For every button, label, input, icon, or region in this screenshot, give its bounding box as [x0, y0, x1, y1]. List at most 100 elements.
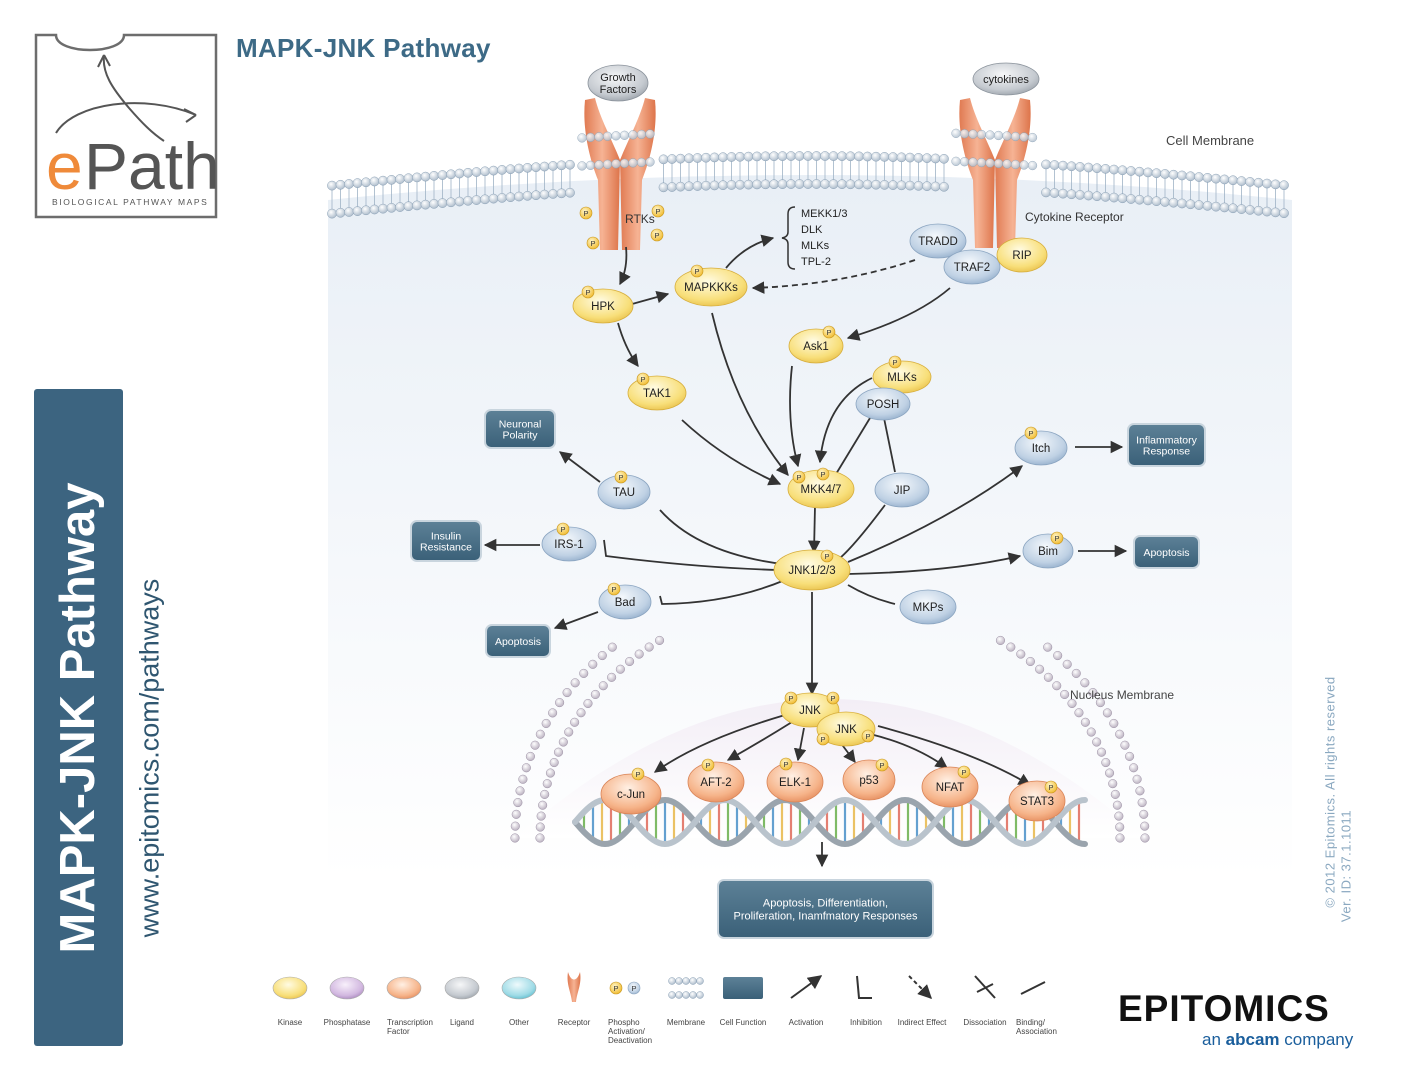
edge-mkk47-jnk: [807, 505, 821, 554]
edge-jnk-elk1: [793, 727, 807, 762]
node-irs1: IRS-1P: [541, 522, 597, 562]
outcome-label: Inflammatory: [1136, 435, 1197, 447]
node-mkps: MKPs: [899, 589, 957, 625]
phospho-badge: P: [690, 264, 704, 278]
phospho-badge: P: [957, 765, 971, 779]
svg-text:P: P: [654, 231, 659, 240]
legend-label: Dissociation: [963, 1018, 1006, 1027]
node-label: c-Jun: [617, 789, 645, 801]
growth-factors-label-2: Factors: [600, 84, 637, 96]
svg-text:P: P: [705, 761, 710, 770]
inhibition-icon: [856, 975, 872, 999]
node-label: Itch: [1032, 443, 1051, 455]
page-title: MAPK-JNK Pathway: [236, 33, 491, 63]
edge-traf2-ask1: [846, 287, 951, 341]
logo-tagline: BIOLOGICAL PATHWAY MAPS: [52, 197, 208, 207]
node-label: STAT3: [1020, 796, 1054, 808]
phospho-badge: P: [861, 729, 875, 743]
ligand-icon: [444, 976, 480, 1000]
edge-jnk-itch: [847, 465, 1024, 563]
side-banner: [34, 389, 123, 1046]
outcome-apoptosis-bim: Apoptosis: [1133, 535, 1200, 569]
logo-path: Path: [84, 129, 218, 203]
receptor-icon: [567, 972, 581, 1002]
outcome-label: Apoptosis: [1143, 547, 1189, 559]
legend-label: Factor: [387, 1027, 410, 1036]
phospho-badge: P: [1024, 426, 1038, 440]
phospho-badge: P: [826, 691, 840, 705]
node-elk1: ELK-1 P: [766, 757, 824, 803]
mapkkk-member: TPL-2: [801, 256, 831, 268]
node-mlks: MLKs P: [872, 355, 932, 394]
rtks-label: RTKs: [625, 212, 655, 226]
svg-text:P: P: [783, 760, 788, 769]
svg-text:P: P: [892, 358, 897, 367]
node-label: TAK1: [643, 388, 671, 400]
edge-tau-jnk: [659, 509, 791, 566]
node-label: Bad: [615, 597, 635, 609]
edge-mapkkks-mkk47: [711, 312, 789, 476]
node-label: HPK: [591, 301, 615, 313]
svg-text:P: P: [788, 694, 793, 703]
node-label: MLKs: [887, 372, 917, 384]
node-label: MKK4/7: [801, 484, 842, 496]
cell-membrane-outer-layer: [327, 128, 1289, 219]
svg-text:P: P: [631, 984, 636, 993]
outcome-label: Neuronal: [499, 419, 542, 431]
phospho-badge: P: [816, 732, 830, 746]
brand-suffix: company: [1284, 1030, 1354, 1049]
edge-jip-jnk: [839, 504, 886, 559]
brand-prefix: an: [1202, 1030, 1221, 1049]
dissociation-icon: [974, 975, 996, 999]
edge-mlks-mkk47: [814, 377, 873, 464]
legend-item: Ligand: [444, 976, 480, 1027]
phospho-badge: P: [875, 758, 889, 772]
svg-text:P: P: [640, 375, 645, 384]
svg-text:P: P: [1028, 429, 1033, 438]
phospho-badge: P: [1050, 531, 1064, 545]
node-traf2: TRAF2: [943, 249, 1001, 285]
edge-hpk-mapkkks: [631, 290, 670, 305]
node-label: POSH: [867, 399, 900, 411]
cell-membrane: [331, 160, 1285, 210]
phospho-badge: P: [816, 467, 830, 481]
phospho-badge: P: [614, 470, 628, 484]
legend-label: Ligand: [450, 1018, 474, 1027]
edge-jnk-stat3: [877, 725, 1032, 786]
node-label: TRADD: [918, 236, 958, 248]
node-tradd: TRADD: [909, 223, 967, 259]
outcome-label: Insulin: [431, 531, 462, 543]
edge-irs1-jnk: [603, 539, 781, 571]
edge-tak1-mkk47: [681, 419, 782, 486]
legend-item: Phosphatase: [324, 976, 371, 1027]
phospho-badge: P: [1044, 780, 1058, 794]
node-tak1: TAK1 P: [627, 372, 687, 411]
edge-mapkkks-bracket: [725, 234, 775, 269]
node-label: ELK-1: [779, 777, 811, 789]
node-label: RIP: [1012, 250, 1032, 262]
node-jnk-b: JNK P P: [816, 711, 876, 747]
edge-jnk-cjun: [653, 714, 786, 773]
edge-jnk-bim: [847, 552, 1022, 575]
phospho-badge: P: [581, 285, 595, 299]
legend-item: Indirect Effect: [898, 975, 947, 1027]
svg-text:P: P: [618, 473, 623, 482]
phospho-badge: P: [586, 236, 600, 250]
node-aft2: AFT-2P: [687, 758, 745, 803]
legend-item: Membrane: [667, 977, 706, 1027]
node-label: JNK1/2/3: [788, 565, 835, 577]
legend-item: Binding/Association: [1016, 981, 1057, 1036]
node-label: JNK: [835, 724, 857, 736]
svg-text:P: P: [879, 761, 884, 770]
legend-item: Dissociation: [963, 975, 1007, 1027]
